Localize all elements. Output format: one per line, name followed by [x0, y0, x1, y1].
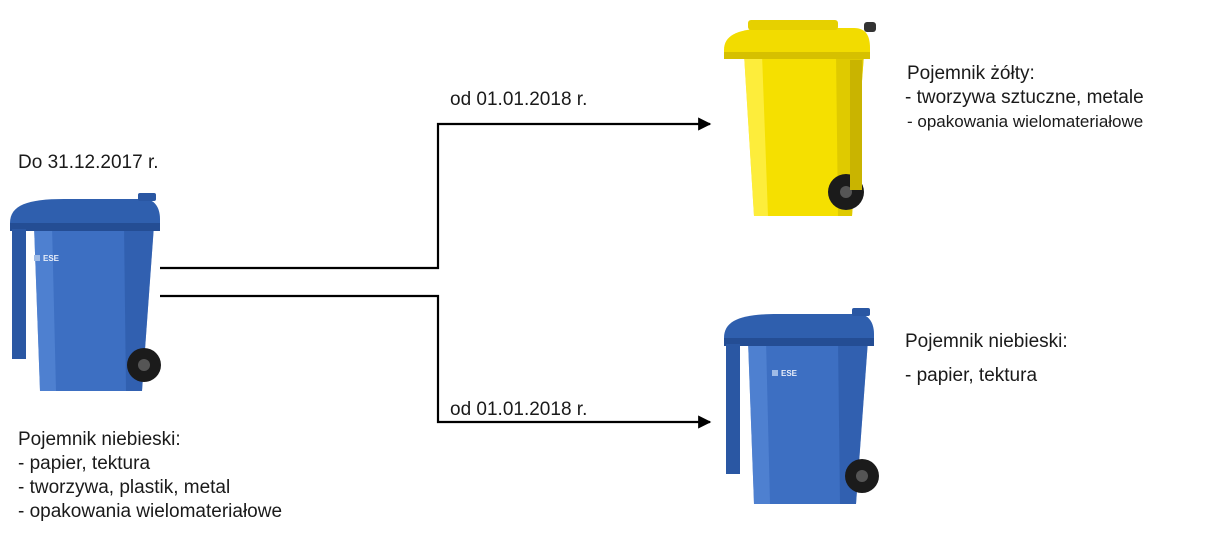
source-date-label: Do 31.12.2017 r.	[18, 151, 159, 175]
blue-bin-icon: ESE	[724, 308, 879, 504]
source-description: Pojemnik niebieski: - papier, tektura - …	[18, 428, 282, 524]
svg-text:ESE: ESE	[781, 369, 798, 378]
source-blue-bin: ESE	[4, 193, 164, 405]
arrow-to-yellow-bin	[160, 124, 710, 268]
yellow-item: - tworzywa sztuczne, metale	[905, 86, 1144, 110]
source-item: - tworzywa, plastik, metal	[18, 476, 282, 500]
arrow-label-blue: od 01.01.2018 r.	[450, 398, 587, 422]
yellow-item: - opakowania wielomateriałowe	[905, 110, 1144, 134]
yellow-title: Pojemnik żółty:	[905, 62, 1144, 86]
arrow-label-yellow: od 01.01.2018 r.	[450, 88, 587, 112]
source-title: Pojemnik niebieski:	[18, 428, 282, 452]
target-blue-item: - papier, tektura	[905, 364, 1068, 388]
target-blue-title: Pojemnik niebieski:	[905, 330, 1068, 364]
svg-text:ESE: ESE	[43, 254, 60, 263]
target-blue-description: Pojemnik niebieski: - papier, tektura	[905, 330, 1068, 388]
yellow-bin	[718, 20, 878, 220]
yellow-description: Pojemnik żółty: - tworzywa sztuczne, met…	[905, 62, 1144, 134]
yellow-bin-icon	[724, 20, 876, 216]
target-blue-bin: ESE	[718, 308, 886, 512]
source-item: - opakowania wielomateriałowe	[18, 500, 282, 524]
blue-bin-icon: ESE	[10, 193, 161, 391]
arrow-to-blue-bin	[160, 296, 710, 422]
source-item: - papier, tektura	[18, 452, 282, 476]
